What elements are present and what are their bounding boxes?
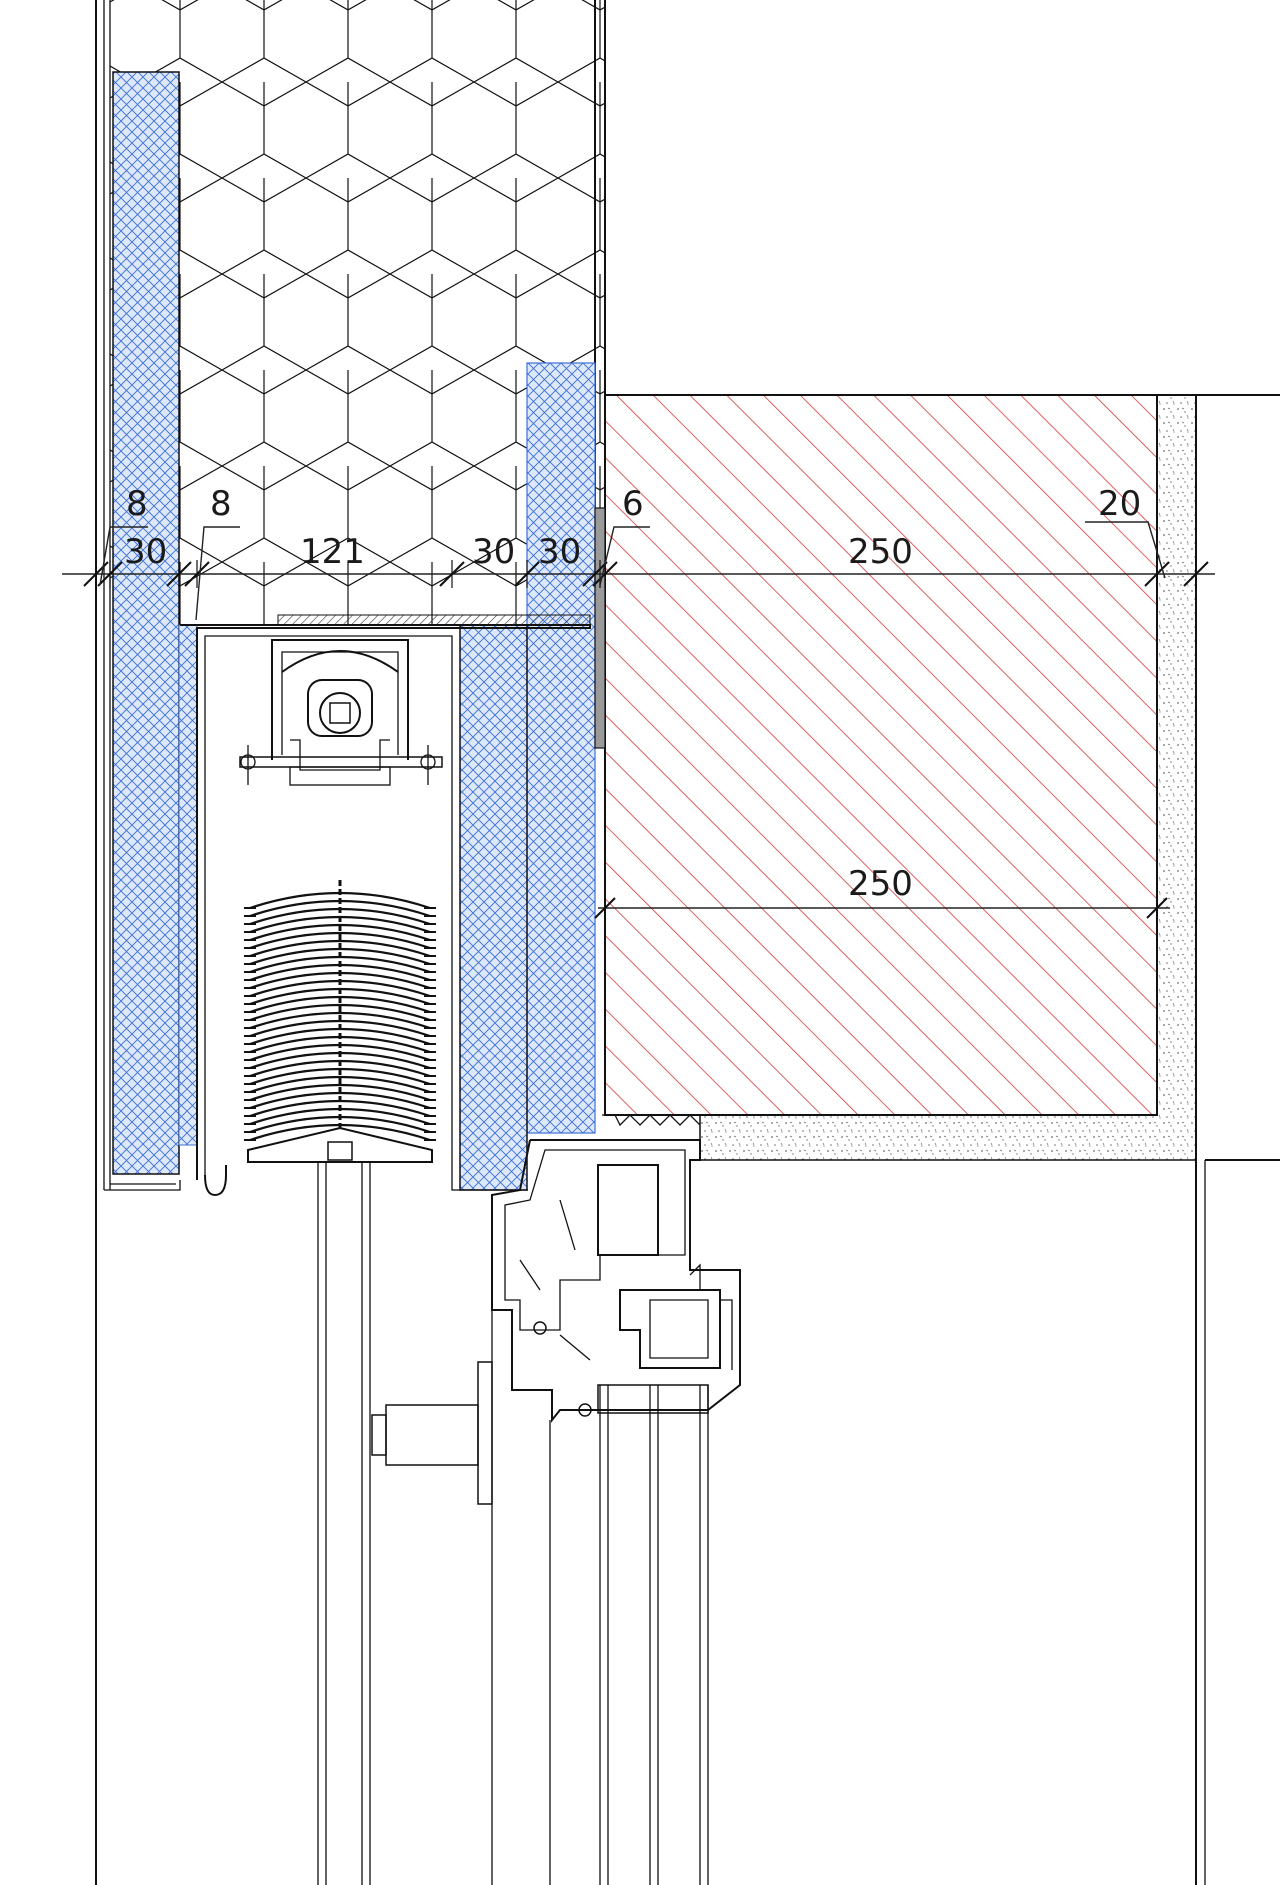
insulation-boards [112, 71, 596, 1191]
dim-250-top: 250 [848, 532, 913, 572]
dim-top-20: 20 [1098, 484, 1141, 524]
shutter-slat [249, 1083, 431, 1102]
shutter-slat [249, 939, 431, 958]
dim-top-8-b: 8 [210, 484, 232, 524]
dimension-tick [594, 897, 616, 919]
dim-top-6: 6 [622, 484, 644, 524]
shutter-drive-unit [239, 639, 443, 786]
dim-250-lower: 250 [848, 864, 913, 904]
shutter-slat [249, 1003, 431, 1022]
dim-30-c: 30 [538, 532, 581, 572]
dimension-labels: 8 8 6 20 30 121 30 30 250 250 [124, 484, 1141, 904]
shutter-slat [249, 1011, 431, 1030]
rolled-shutter-slats [244, 880, 436, 1142]
honeycomb-insulation-block [110, 0, 606, 625]
dim-top-8-a: 8 [126, 484, 148, 524]
dimension-tick [1146, 897, 1168, 919]
handle-bracket [371, 1361, 493, 1505]
roller-shutter-box [180, 614, 591, 1885]
dim-121: 121 [300, 532, 365, 572]
window-frame-profile [491, 1114, 741, 1885]
dim-30-b: 30 [472, 532, 515, 572]
shutter-slat [249, 1075, 431, 1094]
dimension-lines [62, 521, 1215, 919]
dim-30-a: 30 [124, 532, 167, 572]
masonry-lintel [594, 394, 1158, 1116]
shutter-slat [249, 931, 431, 950]
